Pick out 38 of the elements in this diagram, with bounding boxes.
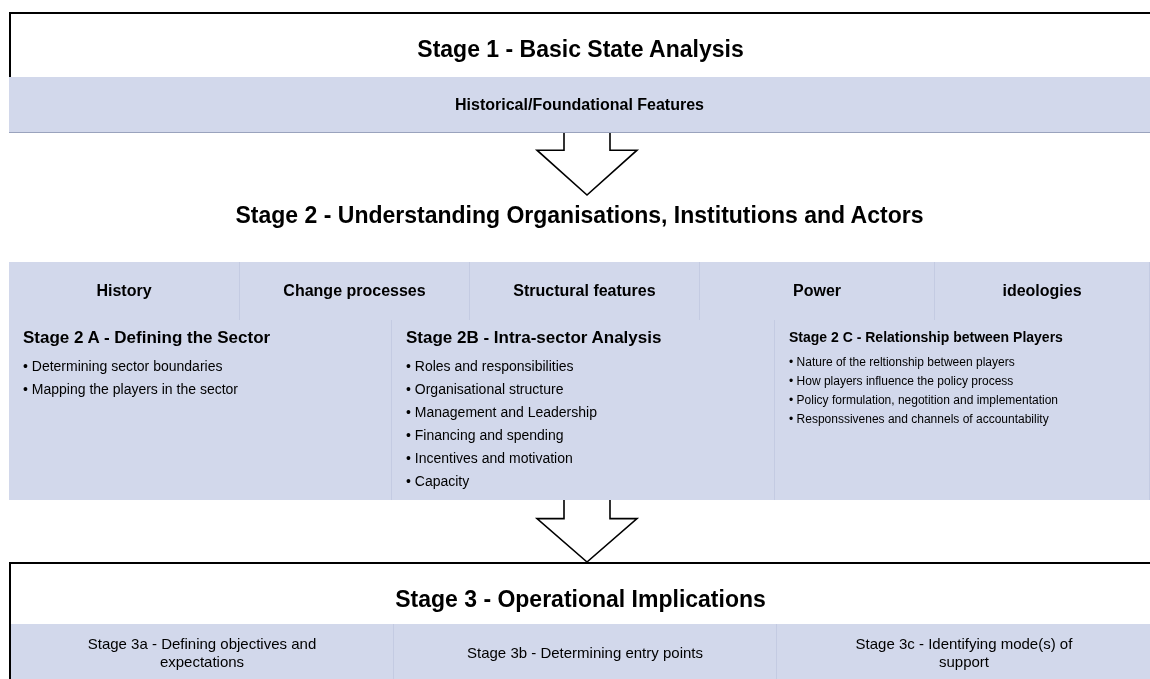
card-heading: Stage 2 C - Relationship between Players (789, 329, 1063, 345)
substage-label: Stage 3c - Identifying mode(s) of support (854, 634, 1074, 671)
substage-cell (11, 624, 394, 679)
bullet-item: • Management and Leadership (406, 402, 598, 422)
substage-cell (394, 624, 777, 679)
feature-band (9, 77, 1150, 133)
stage-card (392, 320, 775, 500)
block-arrow (534, 130, 640, 197)
stage-title: Stage 2 - Understanding Organisations, Institutions and Actors (235, 200, 924, 230)
stage-box (9, 12, 1150, 131)
category-label: Structural features (513, 281, 656, 301)
substage-label: Stage 3b - Determining entry points (467, 643, 703, 662)
bullet-item: • How players influence the policy process (789, 373, 1015, 390)
stage-card (775, 320, 1150, 500)
card-heading: Stage 2B - Intra-sector Analysis (406, 328, 662, 347)
stage-card (9, 320, 392, 500)
bullet-item: • Organisational structure (406, 379, 565, 399)
bullet-item: • Determining sector boundaries (23, 356, 224, 376)
bullet-item: • Capacity (406, 471, 471, 491)
bullet-item: • Mapping the players in the sector (23, 379, 240, 399)
block-arrow (534, 499, 640, 564)
stage-box (9, 562, 1150, 679)
category-label: History (96, 281, 152, 301)
substage-cell (777, 624, 1150, 679)
category-label: ideologies (1002, 281, 1082, 301)
substage-label: Stage 3a - Defining objectives and expectations (86, 634, 318, 671)
stage-title: Stage 1 - Basic State Analysis (417, 35, 744, 64)
bullet-item: • Roles and responsibilities (406, 356, 575, 376)
bullet-item: • Nature of the reltionship between players (789, 354, 1016, 371)
card-heading: Stage 2 A - Defining the Sector (23, 328, 271, 347)
bullet-item: • Financing and spending (406, 425, 565, 445)
bullet-item: • Incentives and motivation (406, 448, 574, 468)
stage-title: Stage 3 - Operational Implications (395, 585, 766, 614)
category-label: Power (793, 281, 841, 301)
bullet-item: • Policy formulation, negotition and implementation (789, 392, 1059, 409)
category-label: Change processes (283, 281, 426, 301)
band-label: Historical/Foundational Features (455, 94, 704, 115)
bullet-item: • Responssivenes and channels of accountability (789, 411, 1050, 428)
